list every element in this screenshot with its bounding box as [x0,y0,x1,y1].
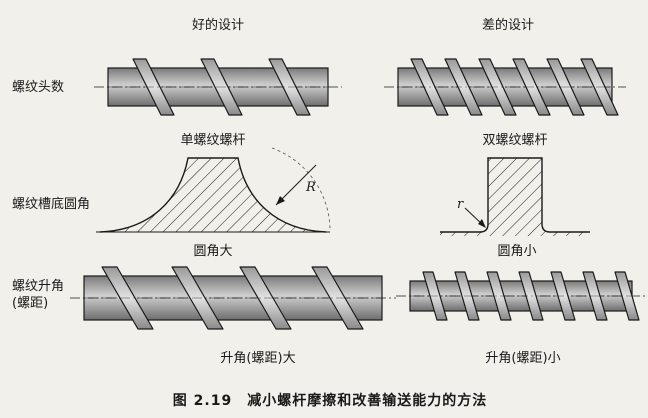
header-good-design: 好的设计 [191,18,245,33]
large-lead-screw [70,266,396,330]
label-big-radius: R [306,180,316,195]
row-label-root-fillet: 螺纹槽底圆角 [12,197,91,212]
label-single-flight: 单螺纹螺杆 [180,133,246,148]
figure-caption: 图 2.19 减小螺杆摩擦和改善输送能力的方法 [172,393,488,409]
row-label-pitch: (螺距) [12,296,49,311]
single-flight-screw [94,58,342,116]
label-large-lead: 升角(螺距)大 [220,351,296,366]
label-double-flight: 双螺纹螺杆 [482,133,548,148]
double-flight-screw [384,58,626,116]
label-small-radius: r [457,197,464,212]
header-bad-design: 差的设计 [481,18,535,33]
small-lead-screw [396,271,646,321]
row-label-lead-angle: 螺纹升角 [12,279,65,294]
label-large-fillet: 圆角大 [193,244,233,259]
label-small-lead: 升角(螺距)小 [485,351,561,366]
row-label-thread-starts: 螺纹头数 [12,80,65,95]
label-small-fillet: 圆角小 [497,244,537,259]
small-fillet-profile [440,157,590,236]
large-fillet-profile [96,147,331,233]
screw-shafts [70,58,646,330]
